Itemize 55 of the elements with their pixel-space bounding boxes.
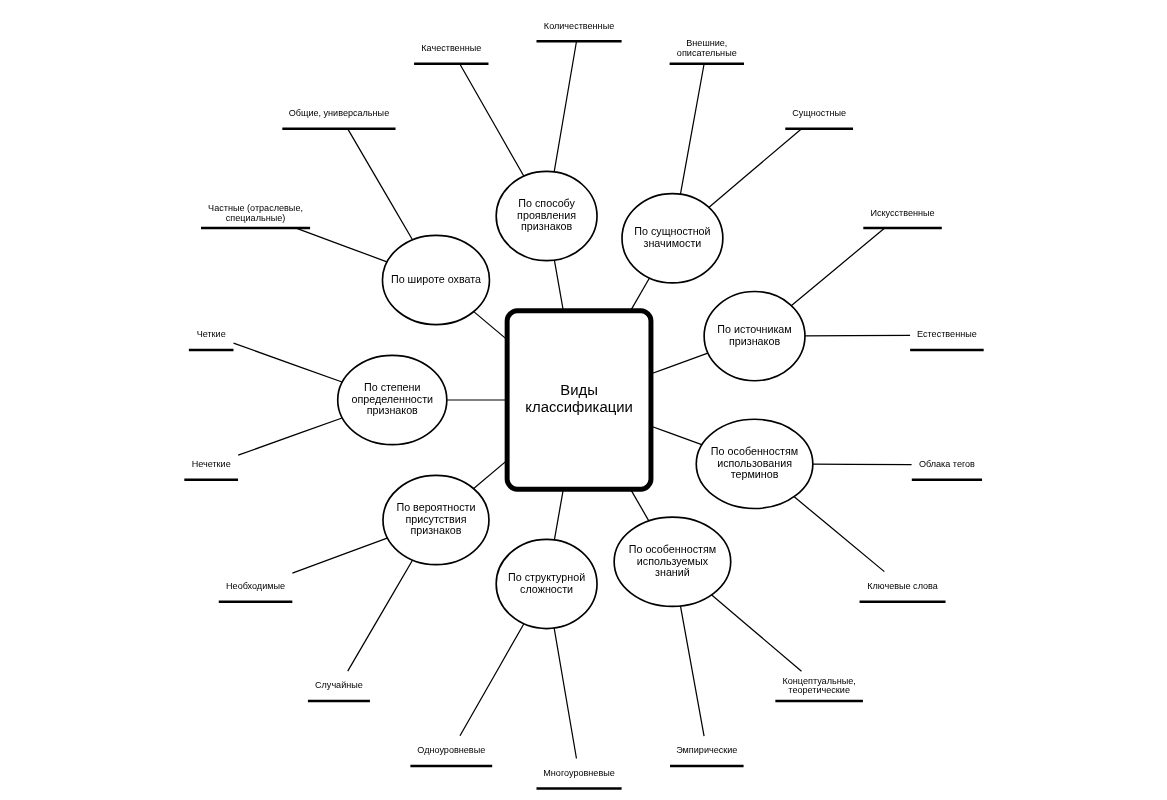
node-text: Общие, универсальные <box>288 108 389 119</box>
node-text: Эмпирические <box>675 745 737 756</box>
node-text: Концептуальные, теоретические <box>782 675 856 696</box>
node-ellipse: По источникам признаков <box>702 290 806 382</box>
node-text: Четкие <box>196 329 226 340</box>
connector <box>294 227 387 263</box>
connector <box>790 227 885 307</box>
connector <box>629 277 650 312</box>
connector <box>553 488 564 541</box>
node-ellipse: По способу проявления признаков <box>494 170 598 262</box>
connector <box>472 459 508 490</box>
connector <box>804 334 911 337</box>
node-text: Облака тегов <box>918 459 975 470</box>
node-ellipse: По структурной сложности <box>494 538 598 630</box>
connector <box>707 128 802 208</box>
node-ellipse: По степени определенности признаков <box>336 354 448 446</box>
node-ellipse: По широте охвата <box>381 234 490 326</box>
node-ellipse: По сущностной значимости <box>620 192 724 284</box>
node-ellipse: По особенностям используемых знаний <box>612 516 732 608</box>
connector <box>629 488 649 522</box>
node-ellipse: По вероятности присутствия признаков <box>381 474 490 566</box>
connector <box>650 425 702 446</box>
node-text: Качественные <box>420 43 481 54</box>
connector <box>793 496 885 573</box>
connector <box>679 605 705 737</box>
connector <box>458 63 524 177</box>
node-text: Внешние, описательные <box>676 38 737 59</box>
node-text: Естественные <box>916 329 977 340</box>
connector <box>472 311 508 341</box>
connector <box>232 342 343 383</box>
connector <box>553 40 577 173</box>
node-text: Случайные <box>314 680 363 691</box>
connector <box>237 417 343 456</box>
node-text: Необходимые <box>225 581 285 592</box>
node-text: Многоуровневые <box>542 767 615 778</box>
node-text: Сущностные <box>791 108 846 119</box>
node-text: Нечеткие <box>191 459 231 470</box>
connector <box>710 594 802 672</box>
node-box: Виды классификации <box>504 308 653 492</box>
connector <box>553 627 577 760</box>
connector <box>346 559 413 672</box>
connector <box>458 623 524 737</box>
connector <box>553 259 564 312</box>
connector <box>811 463 912 466</box>
connector <box>346 128 413 241</box>
node-ellipse: По особенностям использования терминов <box>694 418 814 510</box>
node-text: Количественные <box>543 20 614 31</box>
node-text: Частные (отраслевые, специальные) <box>207 202 303 223</box>
connector <box>445 399 508 401</box>
node-text: Ключевые слова <box>866 581 938 592</box>
node-text: Одноуровневые <box>416 745 485 756</box>
connector <box>679 63 705 195</box>
connector <box>650 352 708 375</box>
connector <box>291 537 388 574</box>
node-text: Искусственные <box>869 207 935 218</box>
